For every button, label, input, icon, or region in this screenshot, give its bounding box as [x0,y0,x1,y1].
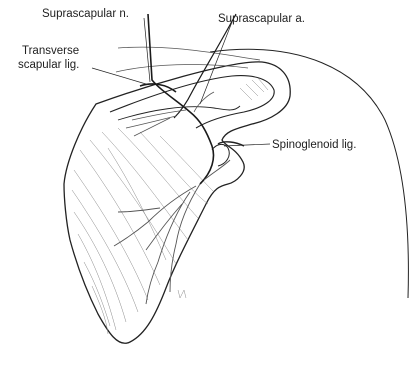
label-suprascapular-nerve: Suprascapular n. [42,8,129,20]
label-transverse-ligament-line2: scapular lig. [18,59,79,71]
scapula-outline [64,62,290,343]
label-spinoglenoid-ligament: Spinoglenoid lig. [272,139,356,151]
label-suprascapular-artery: Suprascapular a. [218,13,305,25]
inferior-texture [178,290,186,298]
label-transverse-ligament-line1: Transverse [22,45,79,57]
